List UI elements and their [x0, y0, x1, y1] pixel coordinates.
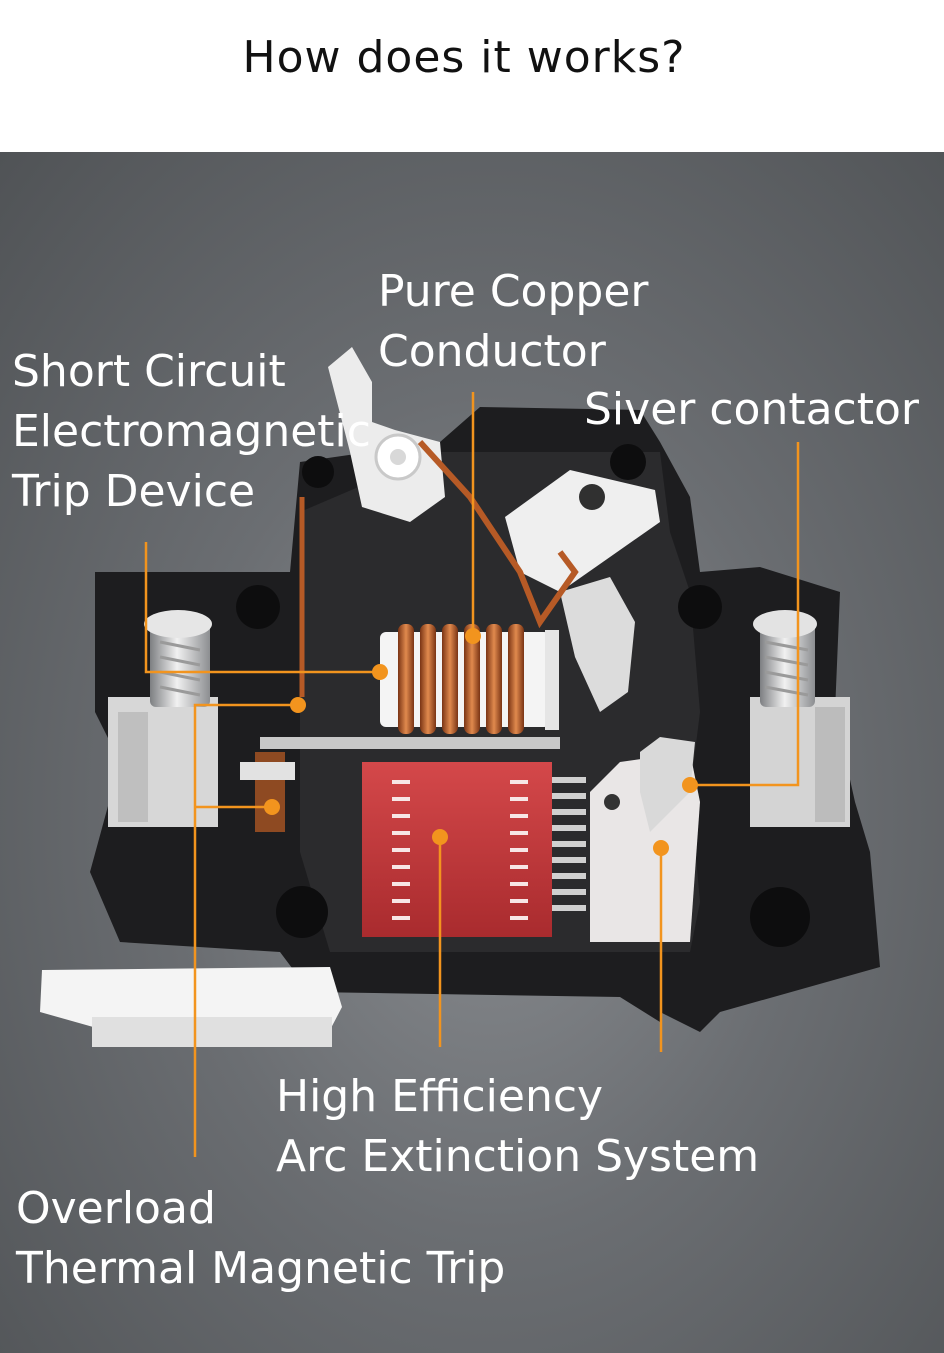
copper-braid	[417, 439, 579, 629]
label-pure-copper-conductor: Pure Copper Conductor	[378, 266, 649, 377]
circuit-breaker-cutaway-illustration	[40, 347, 880, 1047]
label-overload-thermal-trip: Overload Thermal Magnetic Trip	[16, 1183, 506, 1294]
callout-dots	[264, 628, 698, 856]
callout-leader-lines	[144, 392, 800, 1157]
moving-contact	[640, 737, 695, 832]
page-title: How does it works?	[242, 32, 686, 83]
copper-coil-windings	[398, 624, 524, 734]
product-panel: Pure Copper Conductor Short Circuit Elec…	[0, 152, 944, 1353]
label-arc-extinction-system: High Efficiency Arc Extinction System	[276, 1071, 760, 1182]
arc-splitter-plates	[552, 777, 586, 911]
header: How does it works?	[0, 0, 944, 152]
label-silver-contactor: Siver contactor	[584, 384, 920, 435]
latch-arm	[505, 470, 660, 592]
toggle-handle	[328, 347, 445, 522]
label-short-circuit-trip-device: Short Circuit Electromagnetic Trip Devic…	[12, 346, 371, 517]
